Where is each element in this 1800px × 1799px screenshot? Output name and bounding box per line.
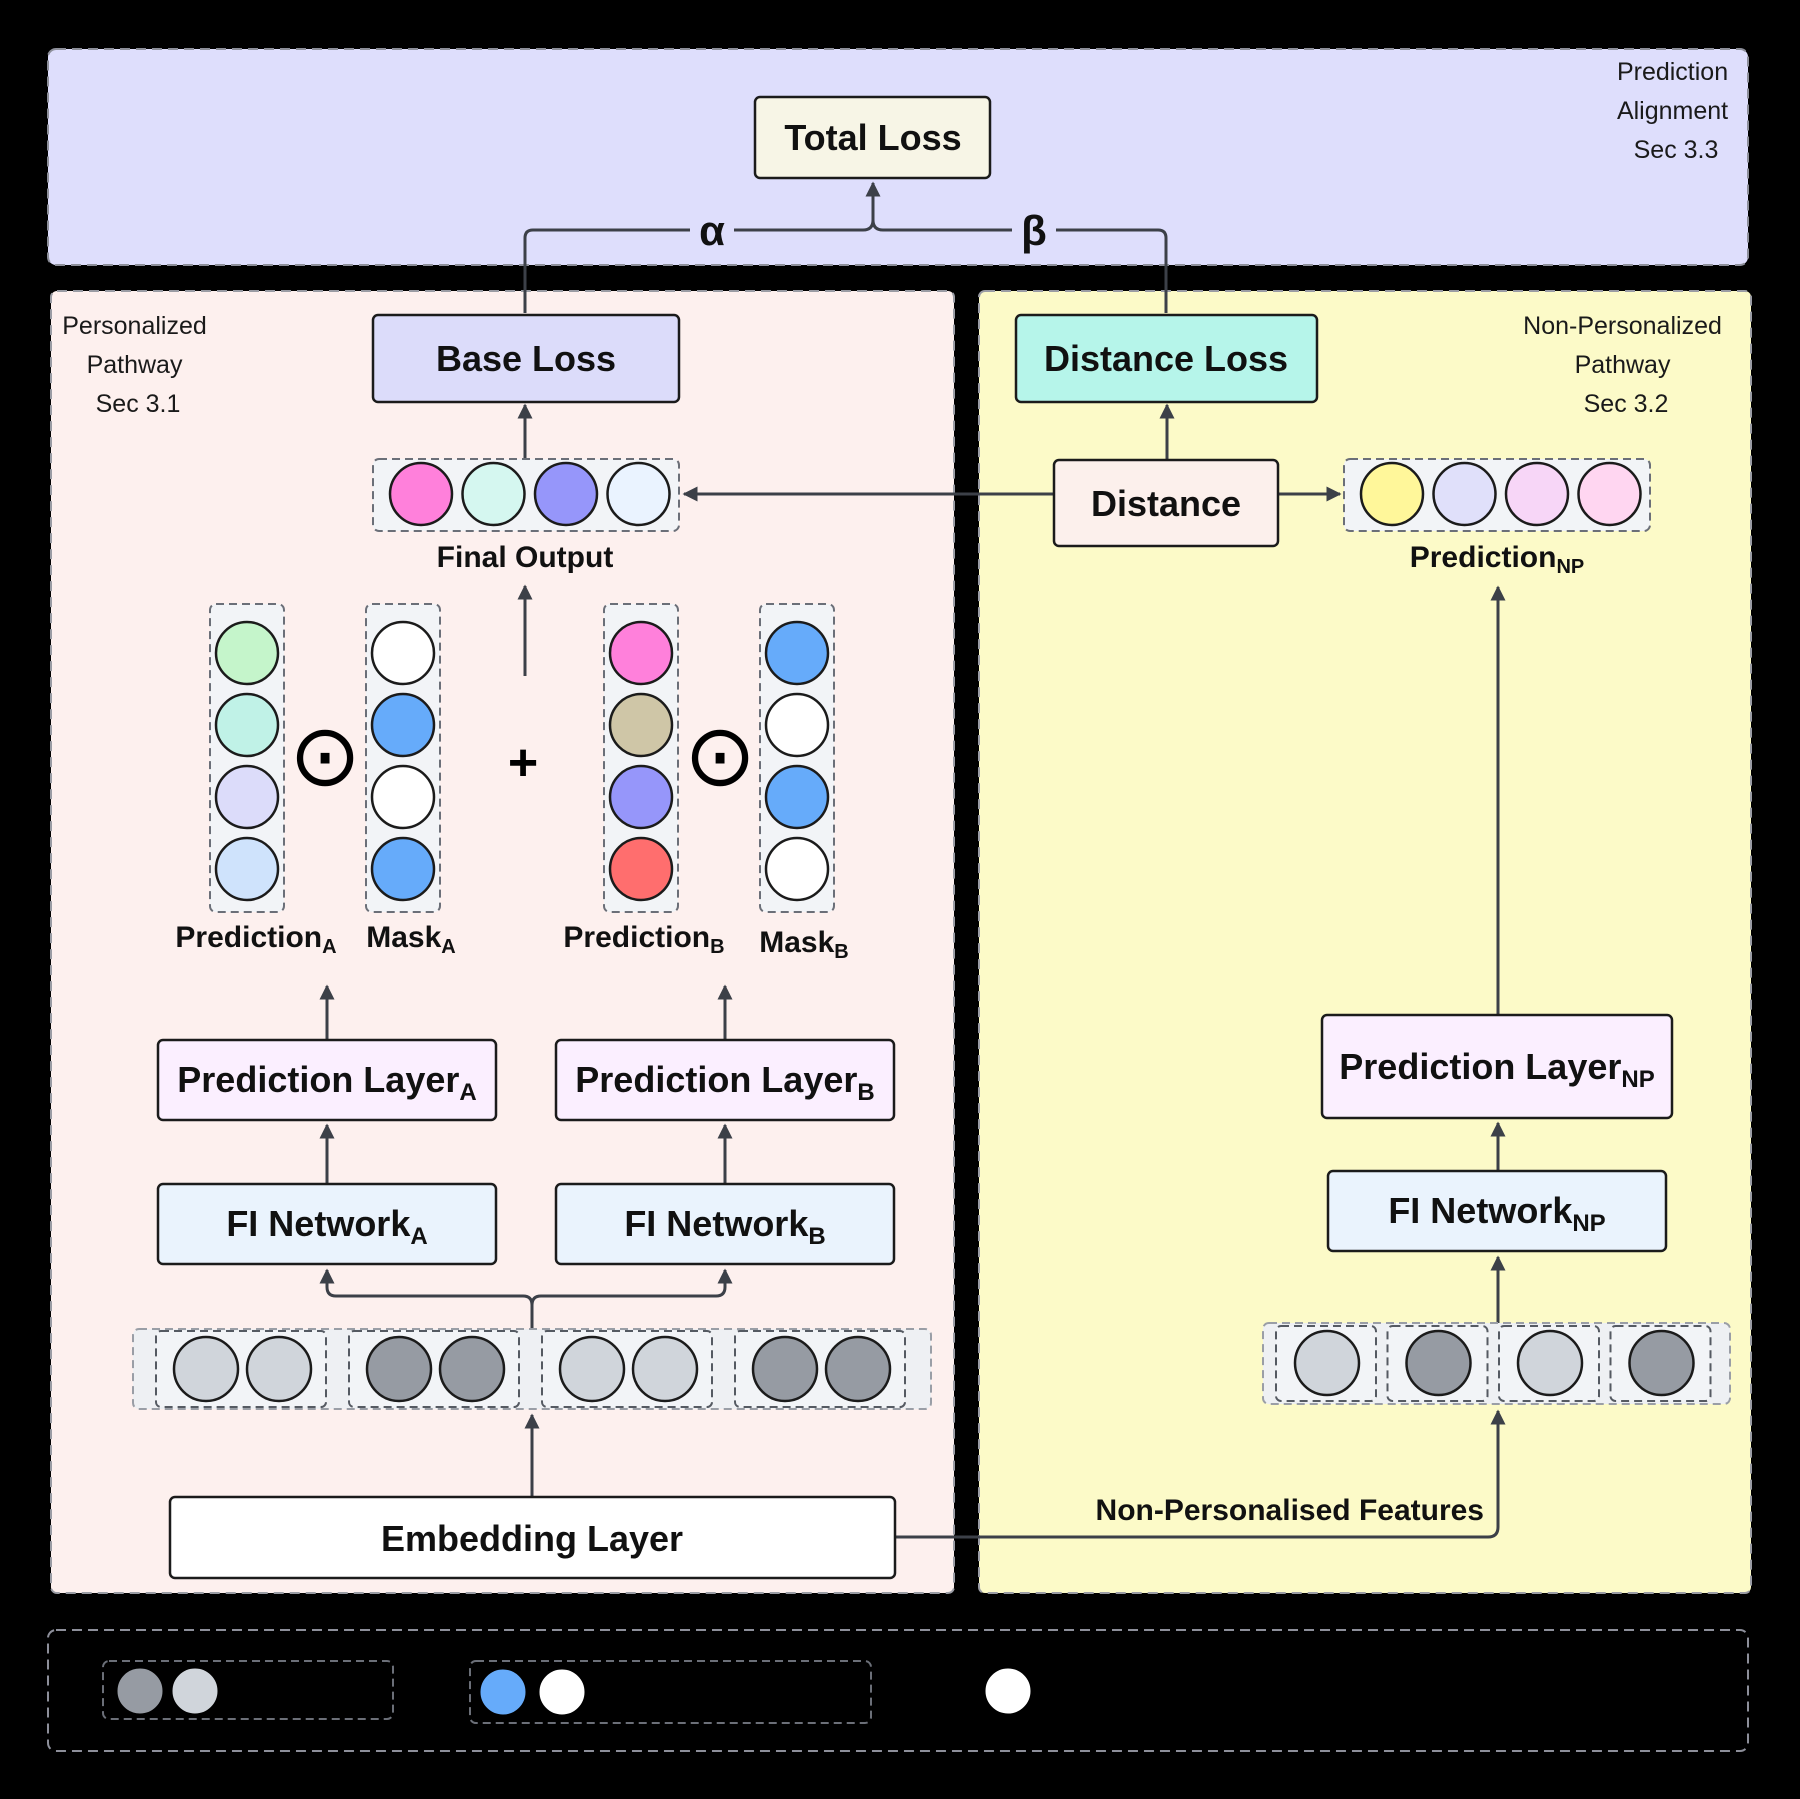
final-output-node bbox=[461, 461, 526, 527]
prediction-a-node bbox=[214, 764, 280, 830]
total-loss-box bbox=[753, 95, 992, 180]
feature-embedding-node bbox=[824, 1335, 892, 1403]
prediction-b-label: PredictionB bbox=[563, 921, 724, 958]
legend-node bbox=[479, 1668, 527, 1716]
prediction-layer-b-box bbox=[554, 1038, 896, 1122]
fi-network-np-box bbox=[1326, 1169, 1668, 1253]
prediction-layer-np-label: Prediction LayerNP bbox=[1339, 1046, 1654, 1093]
prediction-b-node bbox=[608, 836, 674, 902]
feature-embedding-node bbox=[365, 1335, 433, 1403]
embedding-to-np-features-connector bbox=[895, 1409, 1506, 1539]
final-output-vector bbox=[372, 458, 680, 532]
prediction-np-vector bbox=[1343, 458, 1651, 532]
mask-b-node bbox=[764, 620, 830, 686]
hadamard-operator-b: ⊙ bbox=[684, 708, 756, 804]
prediction-np-node bbox=[1359, 461, 1425, 527]
base-loss-label: Base Loss bbox=[436, 338, 616, 379]
hadamard-operator-a: ⊙ bbox=[289, 708, 361, 804]
prediction-layer-b-label: Prediction LayerB bbox=[575, 1059, 874, 1106]
prediction-b-node bbox=[608, 692, 674, 758]
feature-embedding-node bbox=[558, 1335, 626, 1403]
fi-network-a-box bbox=[156, 1182, 498, 1266]
prediction-np-label: PredictionNP bbox=[1410, 541, 1585, 578]
mask-a-node bbox=[370, 836, 436, 902]
legend-node bbox=[538, 1668, 586, 1716]
distance-loss-label: Distance Loss bbox=[1044, 338, 1288, 379]
distance-loss-to-total-connector bbox=[871, 219, 1168, 313]
prediction-a-label: PredictionA bbox=[175, 921, 336, 958]
np-feature-embedding-node bbox=[1628, 1329, 1695, 1397]
prediction-layer-a-label: Prediction LayerA bbox=[177, 1059, 476, 1106]
mask-b-node bbox=[764, 692, 830, 758]
final-output-node bbox=[533, 461, 599, 527]
legend-node bbox=[984, 1667, 1032, 1715]
legend-group-1 bbox=[102, 1660, 394, 1720]
np-feature-embedding-node bbox=[1405, 1329, 1472, 1397]
prediction-b-vector bbox=[603, 603, 679, 913]
mask-a-node bbox=[370, 764, 436, 830]
personalized-pathway-label: Personalized Pathway Sec 3.1 bbox=[62, 312, 213, 418]
base-loss-box bbox=[371, 313, 681, 404]
mask-b-node bbox=[764, 836, 830, 902]
legend-node bbox=[171, 1667, 219, 1715]
np-feature-embedding-node bbox=[1516, 1329, 1584, 1397]
embedding-layer-label: Embedding Layer bbox=[381, 1518, 683, 1559]
prediction-b-node bbox=[608, 764, 674, 830]
feature-embedding-node bbox=[751, 1335, 819, 1403]
feature-embedding-node bbox=[245, 1335, 313, 1403]
prediction-a-node bbox=[214, 620, 280, 686]
mask-b-label: MaskB bbox=[759, 926, 849, 963]
fi-network-b-label: FI NetworkB bbox=[624, 1203, 825, 1250]
fi-network-a-label: FI NetworkA bbox=[226, 1203, 427, 1250]
feature-embedding-node bbox=[438, 1335, 506, 1403]
prediction-layer-a-box bbox=[156, 1038, 498, 1122]
prediction-a-node bbox=[214, 692, 280, 758]
np-feature-embedding-node bbox=[1293, 1329, 1361, 1397]
mask-a-node bbox=[370, 692, 436, 758]
prediction-np-node bbox=[1504, 461, 1570, 527]
mask-b-node bbox=[764, 764, 830, 830]
distance-label: Distance bbox=[1091, 483, 1241, 524]
fi-network-np-label: FI NetworkNP bbox=[1388, 1190, 1605, 1237]
features-to-fi-b bbox=[530, 1268, 733, 1306]
legend-node bbox=[116, 1667, 164, 1715]
legend-group-2 bbox=[469, 1660, 872, 1724]
plus-operator: + bbox=[508, 734, 538, 792]
fi-network-b-box bbox=[554, 1182, 896, 1266]
feature-embedding-node bbox=[631, 1335, 699, 1403]
prediction-a-node bbox=[214, 836, 280, 902]
mask-a-vector bbox=[365, 603, 441, 913]
np-features-label: Non-Personalised Features bbox=[1096, 1494, 1484, 1527]
alpha-weight-label: α bbox=[699, 207, 725, 254]
feature-embedding-node bbox=[172, 1335, 240, 1403]
non-personalized-pathway-label: Non-Personalized Pathway Sec 3.2 bbox=[1523, 312, 1729, 418]
mask-a-label: MaskA bbox=[366, 921, 456, 958]
prediction-np-node bbox=[1432, 461, 1497, 527]
mask-b-vector bbox=[759, 603, 835, 913]
prediction-a-vector bbox=[209, 603, 285, 913]
total-loss-label: Total Loss bbox=[784, 117, 961, 158]
final-output-node bbox=[606, 461, 671, 527]
non-personalized-pathway-panel bbox=[978, 290, 1752, 1594]
embedding-layer-box bbox=[168, 1495, 897, 1580]
distance-box bbox=[1052, 458, 1280, 548]
prediction-layer-np-box bbox=[1320, 1013, 1674, 1120]
mask-a-node bbox=[370, 620, 436, 686]
distance-loss-box bbox=[1014, 313, 1319, 404]
prediction-b-node bbox=[608, 620, 674, 686]
prediction-alignment-label: Prediction Alignment Sec 3.3 bbox=[1617, 58, 1735, 164]
feature-embeddings-container bbox=[132, 1328, 932, 1410]
prediction-np-node bbox=[1577, 461, 1642, 527]
final-output-label: Final Output bbox=[437, 541, 614, 574]
final-output-node bbox=[388, 461, 454, 527]
beta-weight-label: β bbox=[1021, 207, 1047, 254]
